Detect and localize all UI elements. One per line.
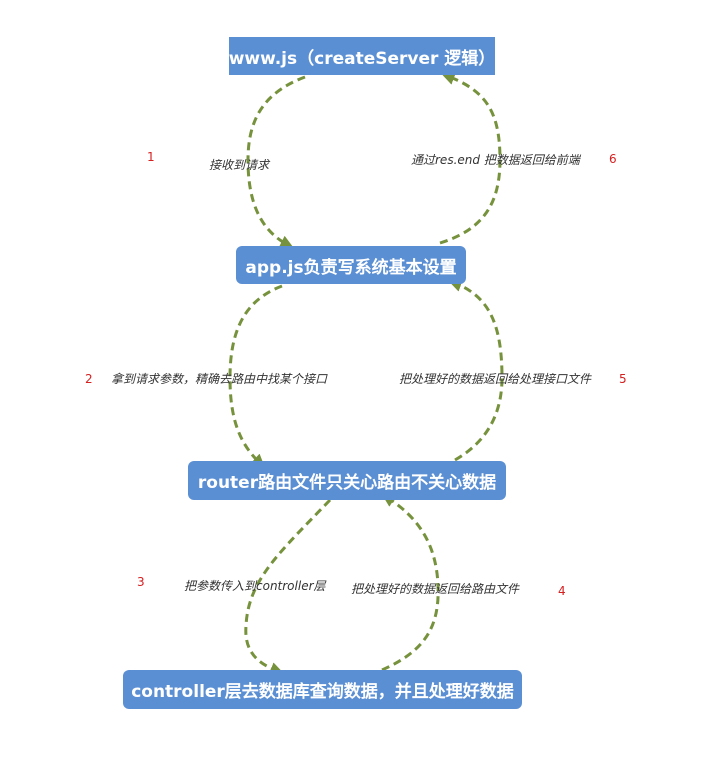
- edge-label-6: 通过res.end 把数据返回给前端: [411, 153, 580, 167]
- edge-label-3: 把参数传入到controller层: [184, 579, 326, 593]
- step-number-3: 3: [137, 575, 145, 589]
- node-router-label: router路由文件只关心路由不关心数据: [197, 473, 497, 493]
- step-number-2: 2: [85, 372, 93, 386]
- edge-label-4: 把处理好的数据返回给路由文件: [351, 582, 520, 596]
- edge-label-5: 把处理好的数据返回给处理接口文件: [399, 372, 592, 386]
- node-www-label: www.js（createServer 逻辑）: [228, 48, 496, 69]
- step-number-1: 1: [147, 150, 155, 164]
- node-controller-label: controller层去数据库查询数据，并且处理好数据: [131, 682, 514, 702]
- node-app-label: app.js负责写系统基本设置: [245, 257, 457, 278]
- node-router: router路由文件只关心路由不关心数据: [188, 461, 506, 500]
- edge-5-arrow: [448, 278, 504, 462]
- node-www: www.js（createServer 逻辑）: [229, 37, 495, 75]
- edge-2-arrow: [228, 284, 283, 468]
- step-number-5: 5: [619, 372, 627, 386]
- edge-label-2: 拿到请求参数，精确去路由中找某个接口: [111, 372, 328, 386]
- edge-label-1: 接收到请求: [209, 158, 270, 172]
- node-controller: controller层去数据库查询数据，并且处理好数据: [123, 670, 522, 709]
- edge-3-arrow: [244, 498, 332, 676]
- step-number-4: 4: [558, 584, 566, 598]
- edge-4-arrow: [381, 493, 440, 672]
- step-number-6: 6: [609, 152, 617, 166]
- edge-6-arrow: [439, 72, 502, 245]
- edge-1-arrow: [246, 75, 306, 248]
- node-app: app.js负责写系统基本设置: [236, 246, 466, 284]
